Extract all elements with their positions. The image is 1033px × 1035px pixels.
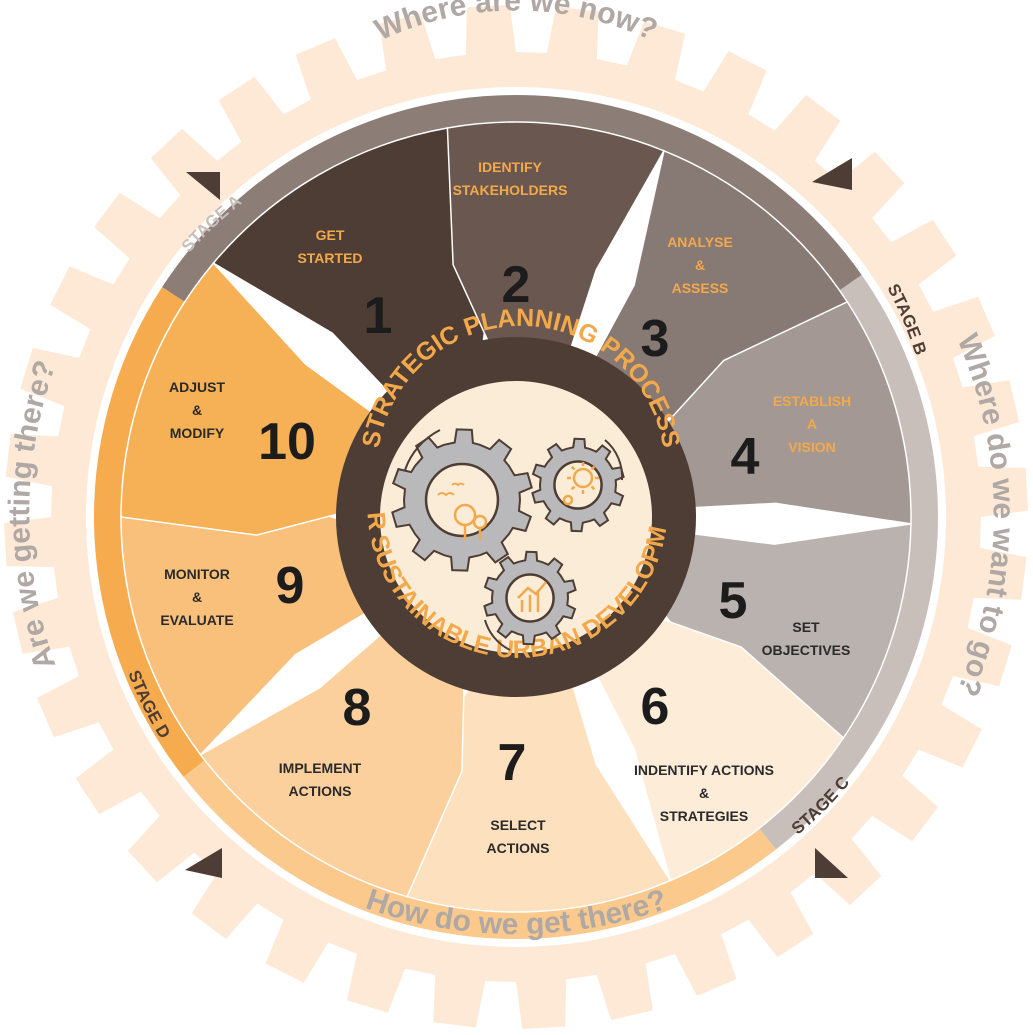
step-label-1: STARTED <box>297 250 362 266</box>
step-number-2: 2 <box>502 256 531 314</box>
step-label-9: EVALUATE <box>160 612 233 628</box>
bird-icon <box>437 482 465 497</box>
step-label-9: MONITOR <box>164 566 230 582</box>
step-label-7: SELECT <box>490 817 546 833</box>
step-label-3: ANALYSE <box>667 234 733 250</box>
step-number-5: 5 <box>719 572 748 630</box>
arrow-icon <box>812 158 852 190</box>
step-number-3: 3 <box>641 310 670 368</box>
step-label-3: & <box>695 257 705 273</box>
step-label-6: & <box>699 785 709 801</box>
step-segments <box>120 121 912 913</box>
step-label-1: GET <box>316 227 345 243</box>
motion-arcs <box>404 429 624 651</box>
chart-icon <box>517 581 547 612</box>
stage-arc-d <box>93 287 205 777</box>
step-label-3: ASSESS <box>672 280 729 296</box>
step-number-9: 9 <box>276 557 305 615</box>
step-texts: 1 GET STARTED 2 IDENTIFY STAKEHOLDERS 3 ANALYSE… <box>160 159 851 856</box>
step-label-9: & <box>192 589 202 605</box>
sun-icon <box>562 462 599 506</box>
step-label-4: ESTABLISH <box>773 393 851 409</box>
center-gears <box>391 428 625 651</box>
step-label-8: IMPLEMENT <box>279 760 362 776</box>
direction-arrows <box>185 158 852 878</box>
step-label-8: ACTIONS <box>289 783 352 799</box>
step-number-6: 6 <box>641 678 670 736</box>
step-label-6: INDENTIFY ACTIONS <box>634 762 774 778</box>
step-label-10: & <box>192 402 202 418</box>
segment-step-10 <box>120 261 396 536</box>
tree-icon <box>453 503 488 540</box>
step-label-6: STRATEGIES <box>660 808 748 824</box>
arrow-icon <box>186 172 220 200</box>
arrow-icon <box>815 848 848 878</box>
step-number-10: 10 <box>258 413 316 471</box>
arrow-icon <box>185 848 222 878</box>
stage-arcs <box>93 94 939 939</box>
step-label-4: VISION <box>788 439 835 455</box>
step-label-5: OBJECTIVES <box>762 642 851 658</box>
step-label-10: MODIFY <box>170 425 225 441</box>
step-number-8: 8 <box>343 679 372 737</box>
step-number-4: 4 <box>731 428 760 486</box>
step-label-5: SET <box>792 619 820 635</box>
step-number-1: 1 <box>364 287 393 345</box>
step-label-2: STAKEHOLDERS <box>453 182 568 198</box>
step-label-10: ADJUST <box>169 379 225 395</box>
step-label-7: ACTIONS <box>487 840 550 856</box>
step-label-4: A <box>807 416 817 432</box>
stage-arc-c <box>183 760 776 939</box>
gear-icon <box>391 428 533 572</box>
step-label-2: IDENTIFY <box>478 159 542 175</box>
step-number-7: 7 <box>498 734 527 792</box>
stage-arc-b <box>759 274 939 850</box>
stage-arc-a <box>162 94 862 302</box>
